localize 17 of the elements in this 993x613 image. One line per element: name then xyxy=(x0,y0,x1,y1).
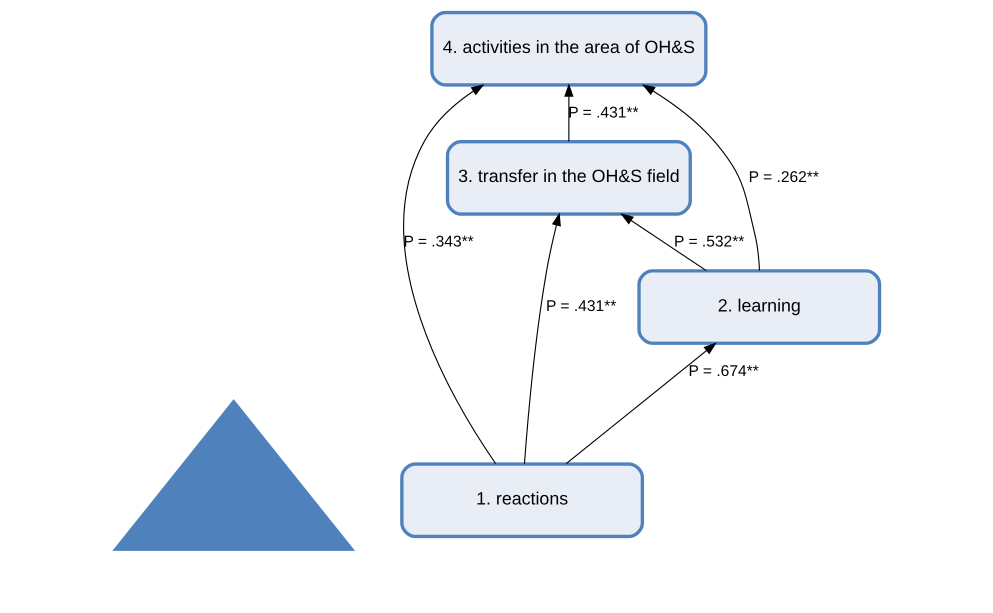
arrow xyxy=(566,342,717,464)
arrow xyxy=(642,84,760,271)
edge-label: P = .431** xyxy=(568,104,639,122)
edge-label: P = .532** xyxy=(674,234,744,251)
node-box: 3. transfer in the OH&S field xyxy=(446,140,692,216)
node-box: 2. learning xyxy=(637,269,882,345)
node-box: 1. reactions xyxy=(400,462,644,538)
edge-label: P = .343** xyxy=(403,234,474,251)
arrow xyxy=(524,212,561,464)
edge-label: P = .262** xyxy=(748,169,819,186)
node-triangle xyxy=(112,399,356,551)
arrow xyxy=(403,84,496,464)
edge-label: P = .674** xyxy=(688,362,759,380)
arrow xyxy=(620,213,707,272)
arrow xyxy=(564,83,574,142)
edge-label: P = .431** xyxy=(546,298,616,316)
node-box: 4. activities in the area of OH&S xyxy=(430,10,708,87)
